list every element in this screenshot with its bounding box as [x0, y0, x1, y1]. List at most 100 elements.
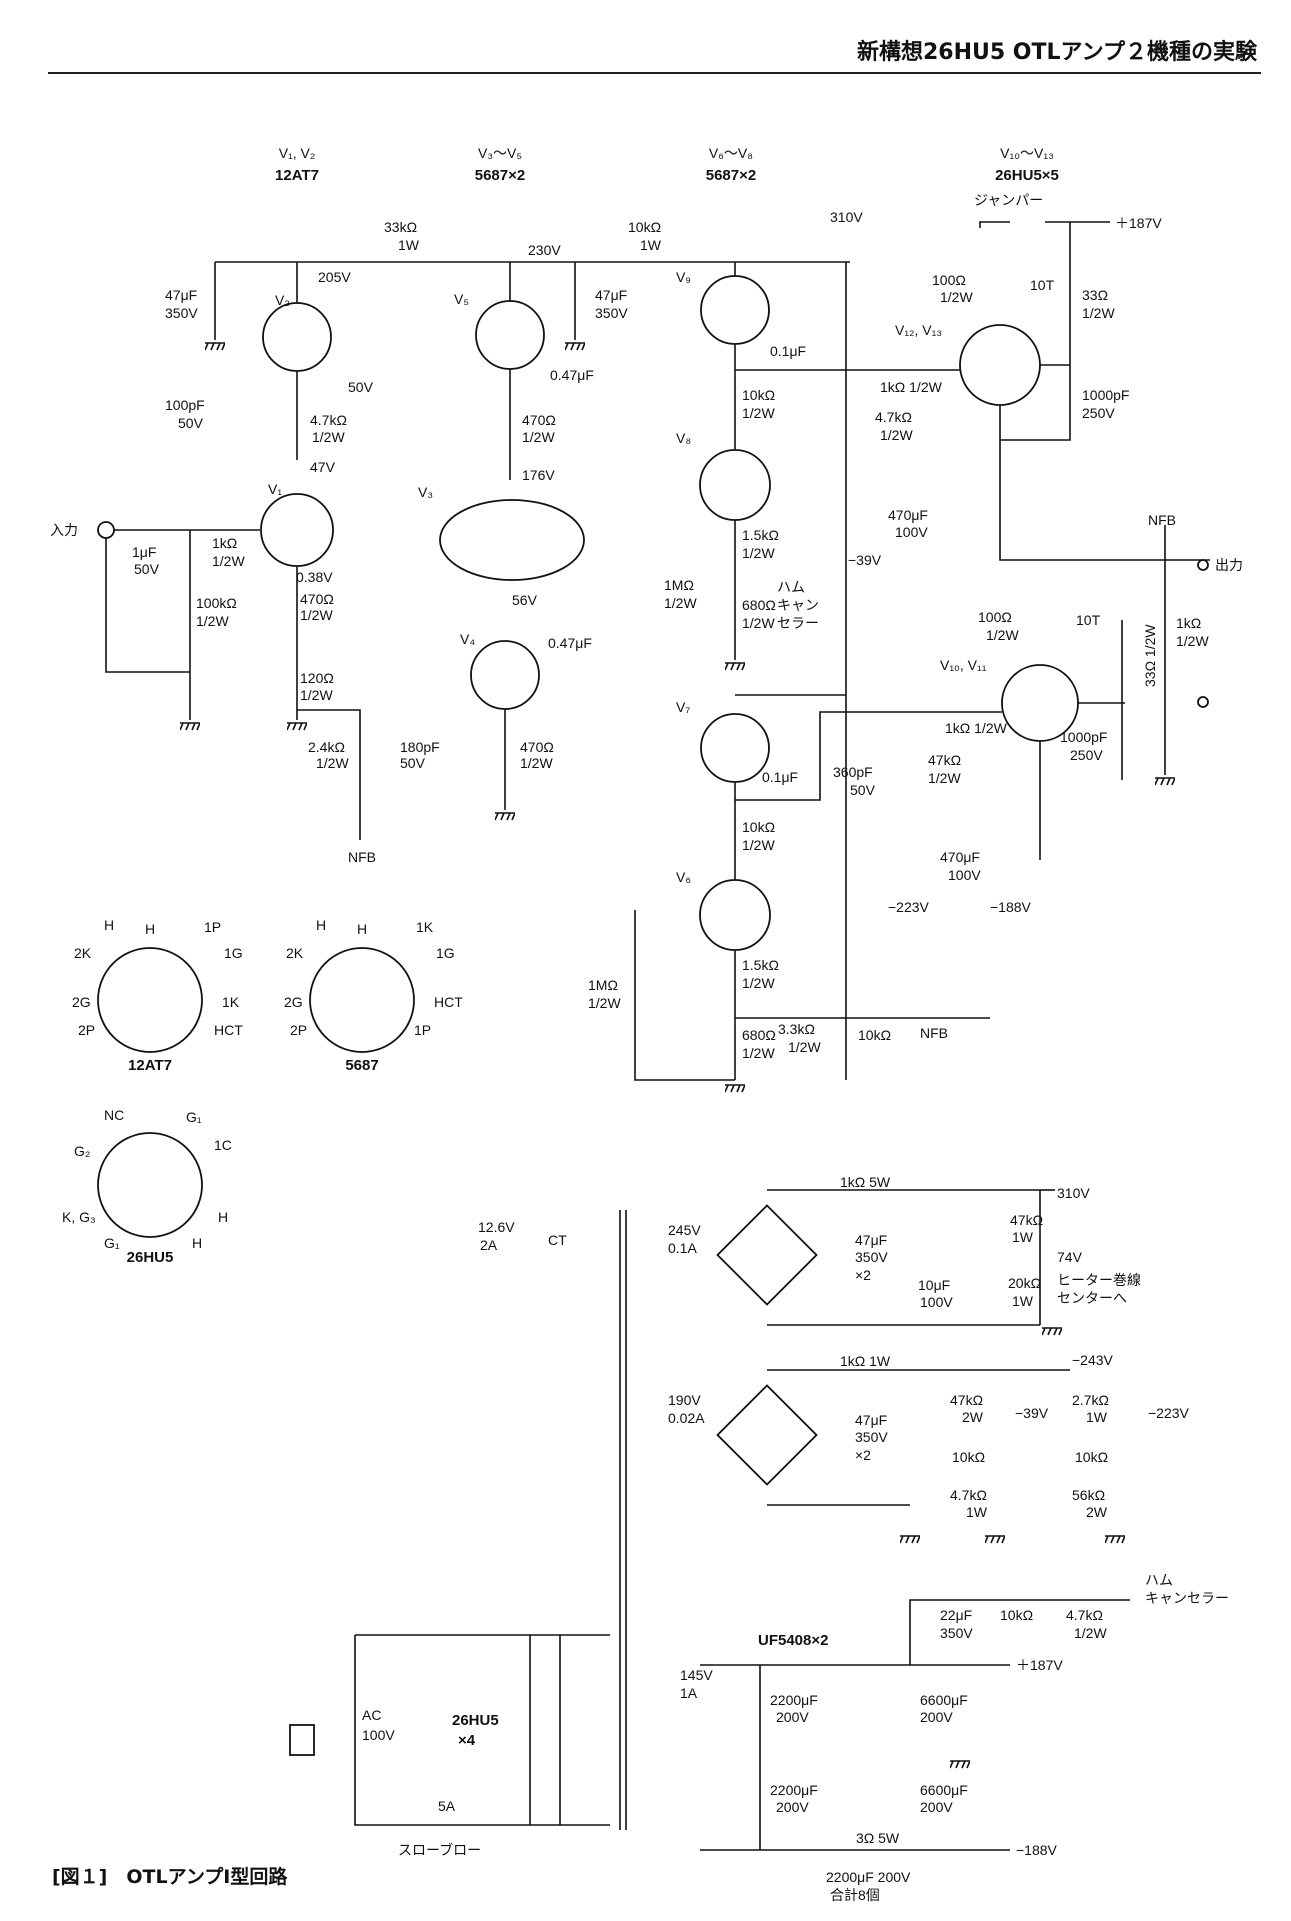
c22: 22μF — [940, 1607, 972, 1623]
s245a: 0.1A — [668, 1240, 697, 1256]
heater-a: 2A — [480, 1237, 498, 1253]
r24k-label: 2.4kΩ — [308, 739, 345, 755]
output-terminal-2[interactable] — [1197, 696, 1209, 708]
ground-symbol — [725, 1084, 745, 1093]
r1kb-label: 1kΩ 1/2W — [945, 720, 1008, 736]
r47kh: 4.7kΩ — [1066, 1607, 1103, 1623]
r1mb-label: 1MΩ — [588, 977, 618, 993]
r47k2w: 47kΩ — [950, 1392, 983, 1408]
r10kb-label: 10kΩ — [742, 819, 775, 835]
p187-label: ＋187V — [1115, 215, 1162, 231]
p56-top: H — [357, 921, 367, 937]
group-v6v8-type: 5687×2 — [706, 167, 756, 184]
c470u-label: 470μF — [888, 507, 928, 523]
ground-symbol — [1105, 1535, 1125, 1544]
ground-symbol — [205, 342, 225, 351]
input-jack[interactable] — [97, 521, 115, 539]
r1ku-label: 1kΩ 1/2W — [880, 379, 943, 395]
output-terminal[interactable] — [1197, 559, 1209, 571]
note-1: 2200μF 200V — [826, 1869, 911, 1885]
c1000l-volt: 250V — [1070, 747, 1103, 763]
c2200a: 2200μF — [770, 1692, 818, 1708]
r47kl-watt: 1/2W — [928, 770, 961, 786]
tube-v7-label: V₇ — [676, 699, 690, 715]
pinout-5687 — [309, 947, 415, 1053]
r47k1w-w: 1W — [1012, 1229, 1034, 1245]
r33kb-label: 3.3kΩ — [778, 1021, 815, 1037]
r680a-label: 680Ω — [742, 597, 776, 613]
r100u-label: 100Ω — [932, 272, 966, 288]
tube-v9 — [700, 275, 770, 345]
v205: 205V — [318, 269, 351, 285]
group-v3v5-type: 5687×2 — [475, 167, 525, 184]
c10u-v: 100V — [920, 1294, 953, 1310]
c6600a-v: 200V — [920, 1709, 953, 1725]
r15kb-watt: 1/2W — [742, 975, 775, 991]
pinout-12at7-title: 12AT7 — [128, 1057, 172, 1074]
c47-label: 47μF — [165, 287, 197, 303]
r1mb-watt: 1/2W — [588, 995, 621, 1011]
r100k-watt: 1/2W — [196, 613, 229, 629]
r1k-watt: 1/2W — [212, 553, 245, 569]
c180p-volt: 50V — [400, 755, 426, 771]
ground-symbol — [950, 1760, 970, 1769]
c6600a: 6600μF — [920, 1692, 968, 1708]
p26-1c: 1C — [214, 1137, 232, 1153]
p56-1g: 1G — [436, 945, 455, 961]
group-v6v8-label: V₆〜V₈ — [709, 145, 753, 161]
r33kb-watt: 1/2W — [788, 1039, 821, 1055]
p12-top: H — [145, 921, 155, 937]
group-v10v13-label: V₁₀〜V₁₃ — [1000, 145, 1054, 161]
r470c-label: 470Ω — [520, 739, 554, 755]
c100p-label: 100pF — [165, 397, 205, 413]
tube-v6-label: V₆ — [676, 869, 691, 885]
c470u-volt: 100V — [895, 524, 928, 540]
fuse-type: スローブロー — [398, 1842, 481, 1858]
ct-label: CT — [548, 1232, 567, 1248]
r33l-label: 33Ω 1/2W — [1142, 624, 1158, 687]
c2200a-v: 200V — [776, 1709, 809, 1725]
r47k1w: 47kΩ — [1010, 1212, 1043, 1228]
bridge-rectifier-1 — [716, 1204, 818, 1306]
nfb-top: NFB — [348, 849, 376, 865]
ac-v: 100V — [362, 1727, 395, 1743]
l10tl-label: 10T — [1076, 612, 1101, 628]
r27k: 2.7kΩ — [1072, 1392, 1109, 1408]
c2200b: 2200μF — [770, 1782, 818, 1798]
diode-label: UF5408×2 — [758, 1632, 828, 1649]
ground-symbol — [1042, 1327, 1062, 1336]
pinout-26hu5 — [97, 1132, 203, 1238]
r47k-label: 4.7kΩ — [310, 412, 347, 428]
tube-v5-label: V₅ — [454, 291, 469, 307]
tube-v7 — [700, 713, 770, 783]
c100p-volt: 50V — [178, 415, 204, 431]
c360p-label: 360pF — [833, 764, 873, 780]
c47y: 47μF — [855, 1412, 887, 1428]
p12-1p: 1P — [204, 919, 221, 935]
page-title: 新構想26HU5 OTLアンプ２機種の実験 — [856, 40, 1257, 65]
psm188: −188V — [1016, 1842, 1058, 1858]
v176: 176V — [522, 467, 555, 483]
hum-label-1: ハム — [777, 579, 805, 595]
ps39: −39V — [1015, 1405, 1049, 1421]
p12-hct: HCT — [214, 1022, 243, 1038]
tube-v2-label: V₂ — [275, 292, 290, 308]
r20k-w: 1W — [1012, 1293, 1034, 1309]
p26-h8: H — [192, 1235, 202, 1251]
tube-v6 — [699, 879, 771, 951]
r3-label: 3Ω 5W — [856, 1830, 900, 1846]
tube-v4-label: V₄ — [460, 631, 475, 647]
s145v: 145V — [680, 1667, 713, 1683]
p26-g2: G₂ — [74, 1143, 90, 1159]
r120-label: 120Ω — [300, 670, 334, 686]
r680b-label: 680Ω — [742, 1027, 776, 1043]
r470a-label: 470Ω — [300, 591, 334, 607]
c470l-label: 470μF — [940, 849, 980, 865]
tube-v1-label: V₁ — [268, 481, 282, 497]
ac-plug — [289, 1724, 315, 1756]
p12-1k: 1K — [222, 994, 240, 1010]
heaters-label: 26HU5 — [452, 1712, 499, 1729]
r33k-watt: 1W — [398, 237, 420, 253]
c10u: 10μF — [918, 1277, 950, 1293]
c2200b-v: 200V — [776, 1799, 809, 1815]
